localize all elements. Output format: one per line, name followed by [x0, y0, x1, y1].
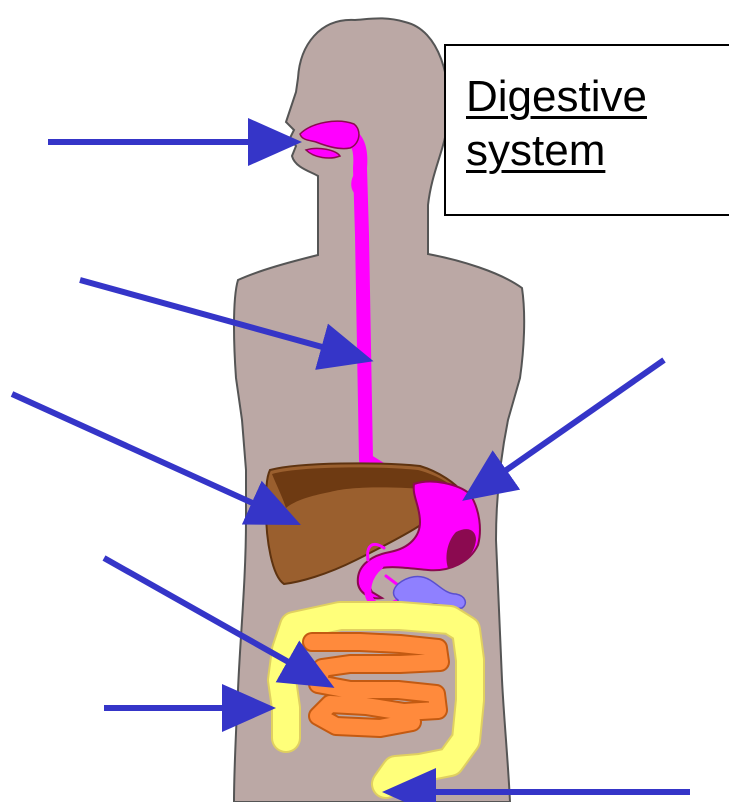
- title-line-1: Digestive: [466, 70, 647, 124]
- diagram-title: Digestive system: [466, 70, 647, 178]
- title-line-2: system: [466, 124, 647, 178]
- title-box: Digestive system: [444, 44, 729, 216]
